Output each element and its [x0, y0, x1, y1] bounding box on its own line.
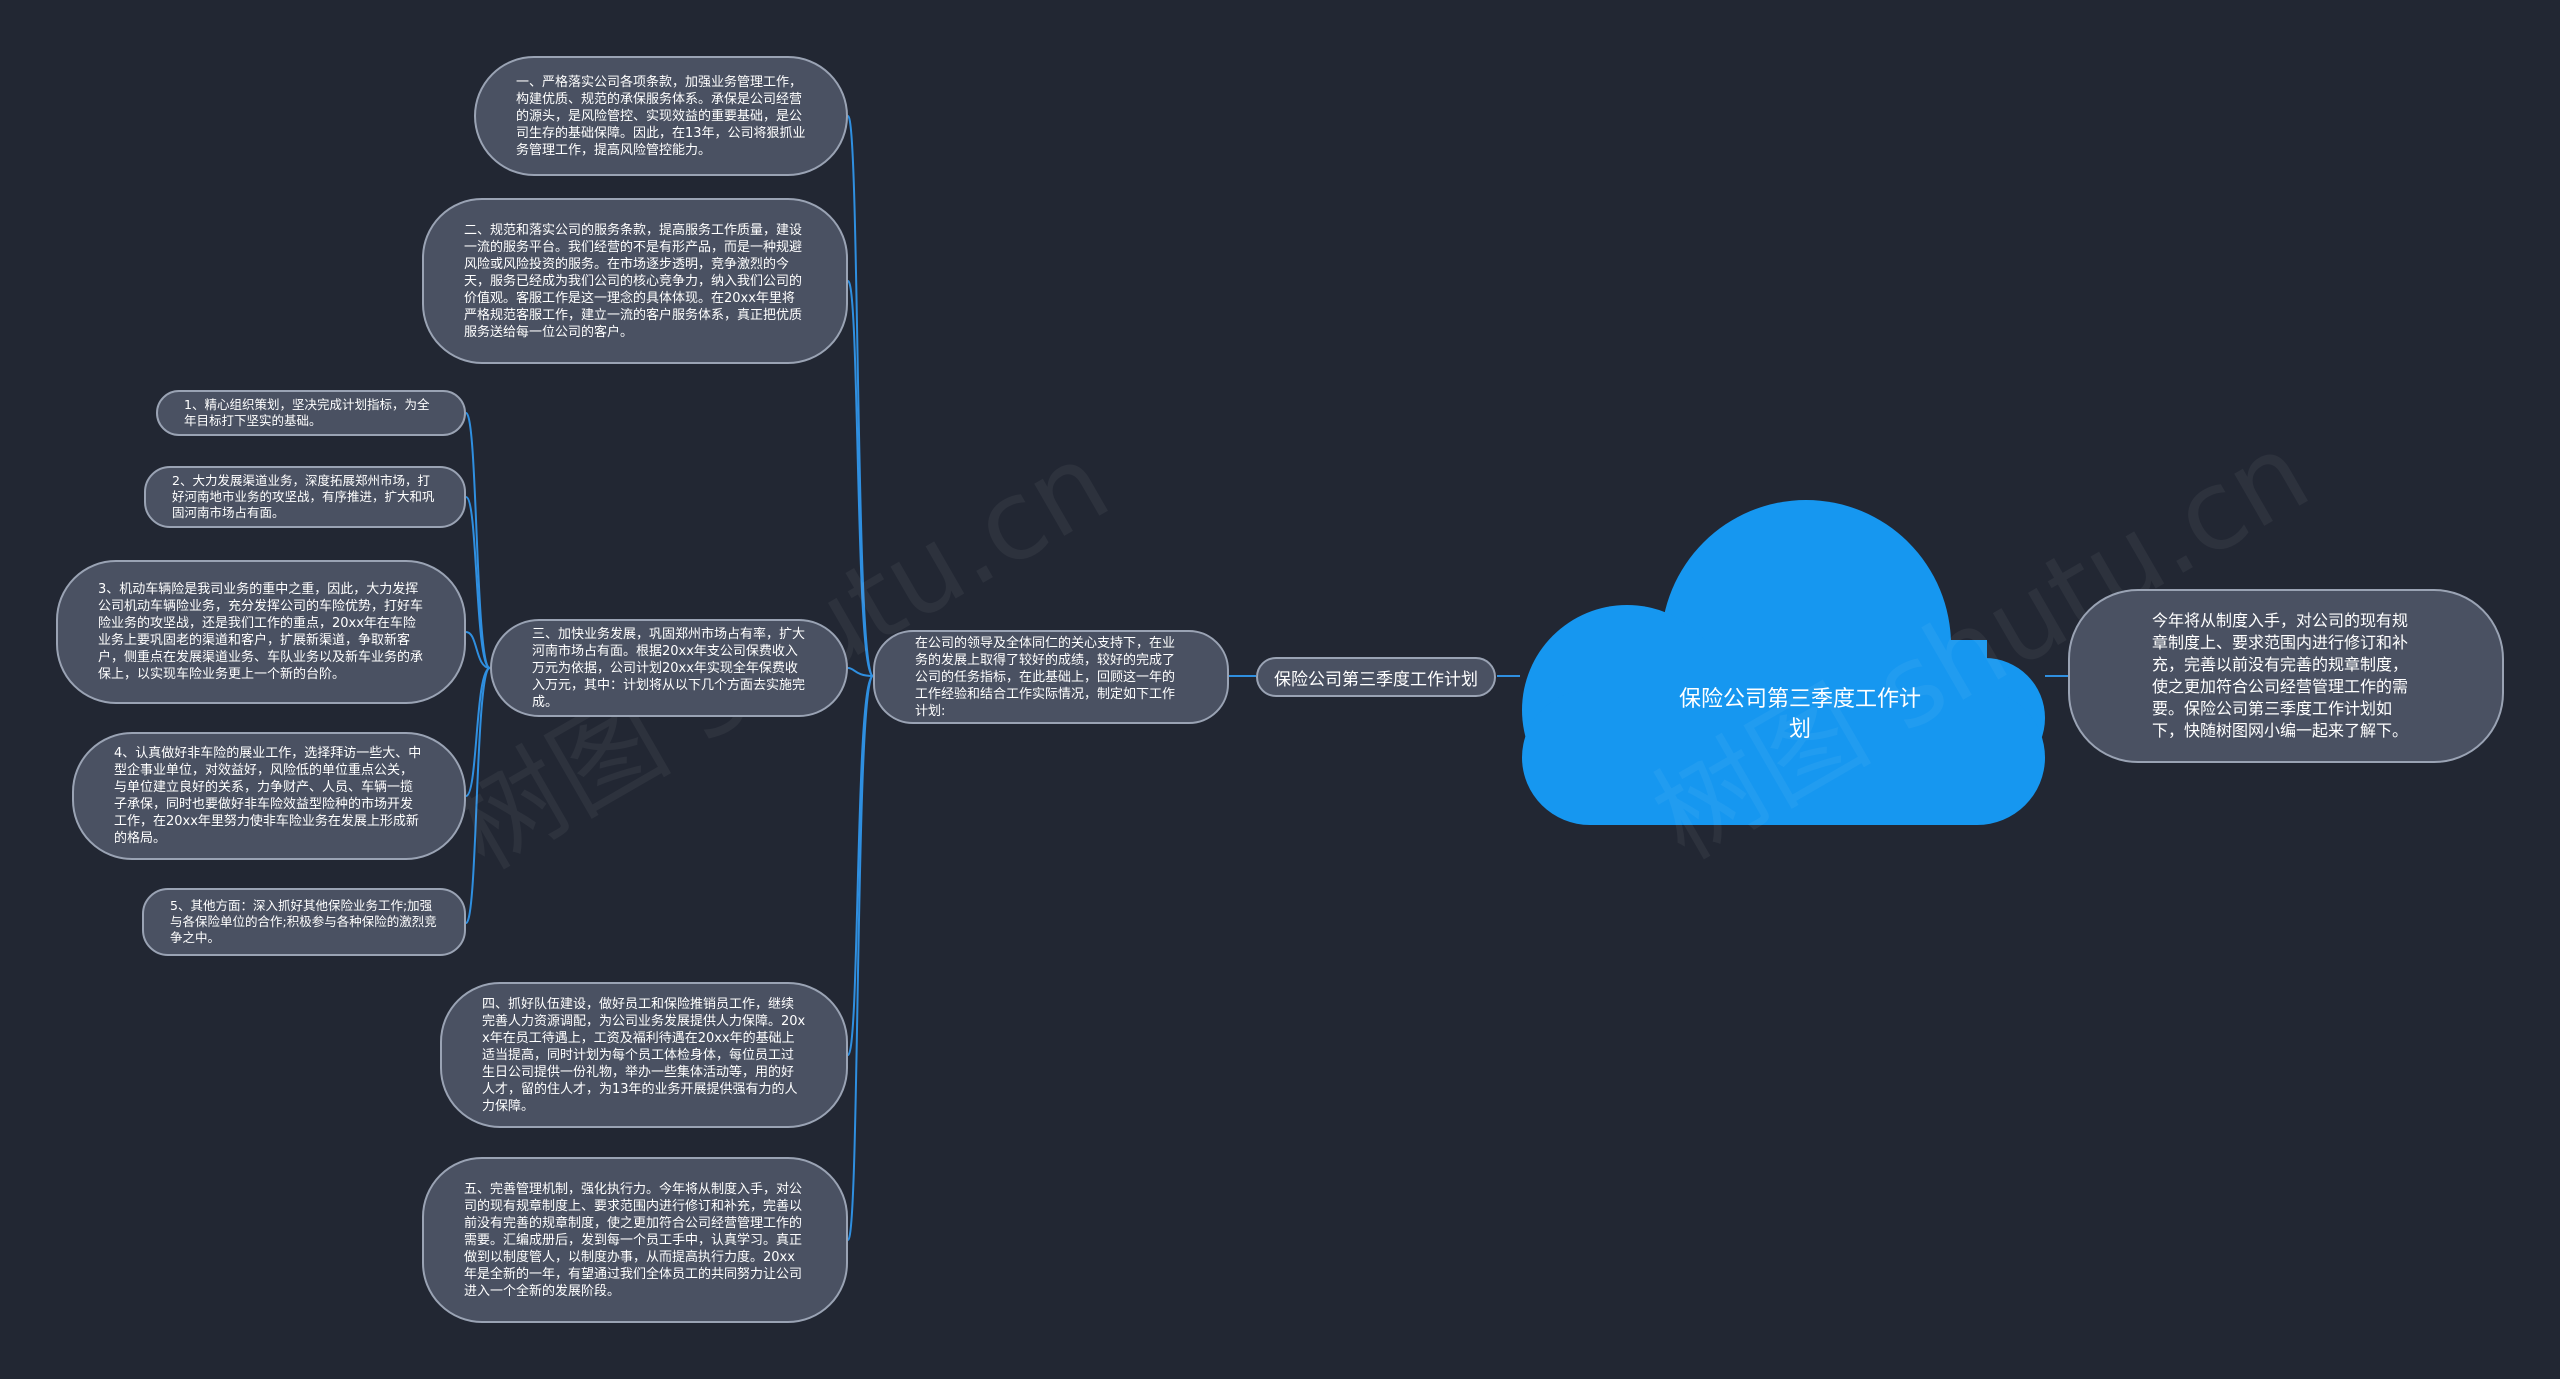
- item-node-5[interactable]: 五、完善管理机制，强化执行力。今年将从制度入手，对公司的现有规章制度上、要求范围…: [422, 1157, 848, 1323]
- branch-node[interactable]: 保险公司第三季度工作计划: [1256, 657, 1496, 697]
- item-text: 五、完善管理机制，强化执行力。今年将从制度入手，对公司的现有规章制度上、要求范围…: [464, 1181, 803, 1299]
- intro-node[interactable]: 在公司的领导及全体同仁的关心支持下，在业务的发展上取得了较好的成绩，较好的完成了…: [873, 630, 1229, 724]
- subitem-node-1[interactable]: 1、精心组织策划，坚决完成计划指标，为全年目标打下坚实的基础。: [156, 390, 466, 436]
- link-intro-item4: [847, 675, 874, 1056]
- link-intro-item3: [847, 667, 874, 677]
- subitem-node-3[interactable]: 3、机动车辆险是我司业务的重中之重，因此，大力发挥公司机动车辆险业务，充分发挥公…: [56, 560, 466, 704]
- subitem-text: 2、大力发展渠道业务，深度拓展郑州市场，打好河南地市业务的攻坚战，有序推进，扩大…: [172, 473, 435, 520]
- subitem-text: 3、机动车辆险是我司业务的重中之重，因此，大力发挥公司机动车辆险业务，充分发挥公…: [98, 582, 424, 682]
- root-title: 保险公司第三季度工作计 划: [1678, 687, 1921, 742]
- item-node-1[interactable]: 一、严格落实公司各项条款，加强业务管理工作，构建优质、规范的承保服务体系。承保是…: [474, 56, 848, 176]
- item-node-4[interactable]: 四、抓好队伍建设，做好员工和保险推销员工作，继续完善人力资源调配，为公司业务发展…: [440, 982, 848, 1128]
- intro-text: 在公司的领导及全体同仁的关心支持下，在业务的发展上取得了较好的成绩，较好的完成了…: [915, 635, 1176, 719]
- item-text: 四、抓好队伍建设，做好员工和保险推销员工作，继续完善人力资源调配，为公司业务发展…: [482, 996, 806, 1114]
- link-item3-sub4: [465, 667, 491, 797]
- summary-text: 今年将从制度入手，对公司的现有规章制度上、要求范围内进行修订和补充，完善以前没有…: [2152, 611, 2409, 740]
- subitem-text: 1、精心组织策划，坚决完成计划指标，为全年目标打下坚实的基础。: [184, 397, 430, 428]
- root-cloud-shape: [1522, 500, 2045, 825]
- link-item3-sub3: [465, 631, 491, 669]
- link-intro-item5: [847, 675, 874, 1241]
- link-item3-sub2: [465, 496, 491, 669]
- summary-node[interactable]: 今年将从制度入手，对公司的现有规章制度上、要求范围内进行修订和补充，完善以前没有…: [2068, 589, 2504, 763]
- branch-label: 保险公司第三季度工作计划: [1274, 669, 1478, 690]
- item-text: 一、严格落实公司各项条款，加强业务管理工作，构建优质、规范的承保服务体系。承保是…: [516, 74, 806, 158]
- link-intro-item2: [847, 280, 874, 677]
- subitem-node-4[interactable]: 4、认真做好非车险的展业工作，选择拜访一些大、中型企事业单位，对效益好，风险低的…: [72, 732, 466, 860]
- subitem-node-5[interactable]: 5、其他方面：深入抓好其他保险业务工作;加强与各保险单位的合作;积极参与各种保险…: [142, 888, 466, 956]
- subitem-text: 5、其他方面：深入抓好其他保险业务工作;加强与各保险单位的合作;积极参与各种保险…: [170, 898, 437, 945]
- item-text: 二、规范和落实公司的服务条款，提高服务工作质量，建设一流的服务平台。我们经营的不…: [464, 222, 803, 340]
- item-node-2[interactable]: 二、规范和落实公司的服务条款，提高服务工作质量，建设一流的服务平台。我们经营的不…: [422, 198, 848, 364]
- link-intro-item1: [847, 115, 874, 677]
- link-item3-sub1: [465, 412, 491, 669]
- subitem-node-2[interactable]: 2、大力发展渠道业务，深度拓展郑州市场，打好河南地市业务的攻坚战，有序推进，扩大…: [144, 466, 466, 528]
- item-node-3[interactable]: 三、加快业务发展，巩固郑州市场占有率，扩大河南市场占有面。根据20xx年支公司保…: [490, 619, 848, 717]
- subitem-text: 4、认真做好非车险的展业工作，选择拜访一些大、中型企事业单位，对效益好，风险低的…: [114, 746, 422, 846]
- link-item3-sub5: [465, 667, 491, 924]
- item-text: 三、加快业务发展，巩固郑州市场占有率，扩大河南市场占有面。根据20xx年支公司保…: [532, 626, 806, 710]
